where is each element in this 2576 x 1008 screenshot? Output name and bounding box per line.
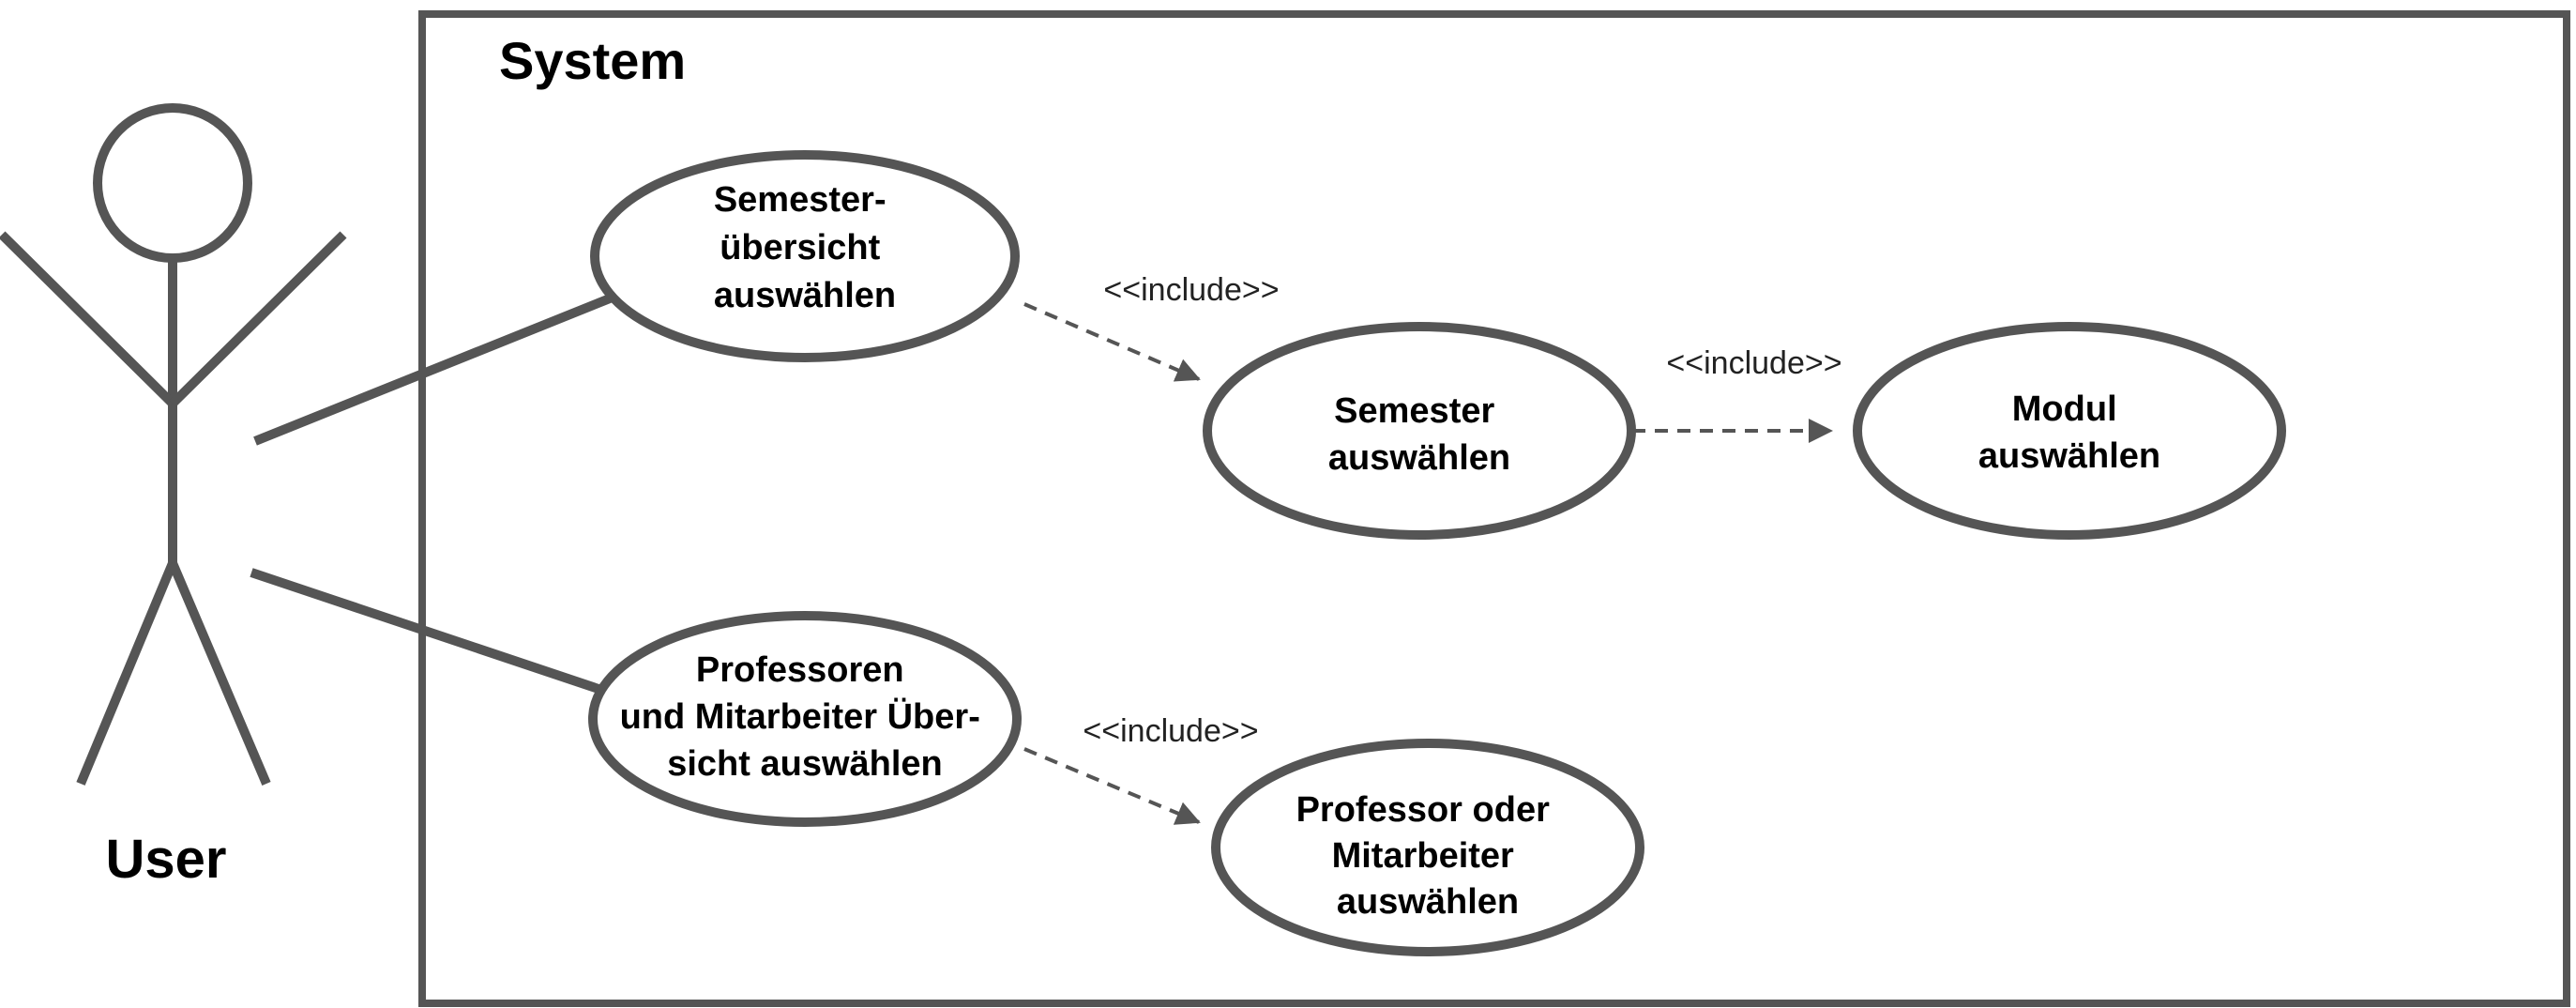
system-title: System xyxy=(499,31,686,90)
svg-text:Professoren und Mitarbei: Professoren und Mitarbeiter Über- sicht … xyxy=(620,650,991,784)
actor-name: User xyxy=(106,829,227,890)
actor-right-arm xyxy=(169,231,347,407)
use-case-label-line: Mitarbeiter xyxy=(1332,836,1514,876)
svg-text:Modul auswählen: Modul auswählen xyxy=(1978,389,2160,476)
use-case-semester-overview: Semester- übersicht auswählen xyxy=(590,150,1020,362)
include-arrow-1 xyxy=(1023,302,1201,382)
actor-figure xyxy=(0,103,347,786)
svg-text:Semester auswählen: Semester auswählen xyxy=(1328,391,1510,478)
include-label-3: <<include>> xyxy=(1083,713,1258,749)
use-case-label-line: auswählen xyxy=(1337,882,1519,922)
use-case-label-line: und Mitarbeiter Über- xyxy=(620,696,980,737)
actor-left-leg xyxy=(76,561,177,786)
use-case-label-line: auswählen xyxy=(714,276,896,315)
use-case-label-line: übersicht xyxy=(720,228,880,267)
use-case-label-line: auswählen xyxy=(1328,438,1510,478)
use-case-select-semester: Semester auswählen xyxy=(1203,322,1636,540)
use-case-label-line: Modul xyxy=(2012,389,2117,429)
actor-right-leg xyxy=(168,561,271,786)
include-label-2: <<include>> xyxy=(1666,345,1841,381)
use-case-select-module: Modul auswählen xyxy=(1853,322,2286,540)
actor-left-arm xyxy=(0,231,176,407)
svg-text:Professor oder Mitarbeit: Professor oder Mitarbeiter auswählen xyxy=(1296,790,1560,922)
use-case-label-line: auswählen xyxy=(1978,436,2160,476)
use-case-label-line: Semester- xyxy=(714,180,886,220)
actor-head xyxy=(93,103,252,263)
association-staff-overview xyxy=(250,568,606,695)
use-case-label-line: Semester xyxy=(1334,391,1494,431)
use-case-label-line: sicht auswählen xyxy=(667,744,943,784)
include-arrow-3 xyxy=(1023,747,1201,825)
association-semester-overview xyxy=(253,294,612,446)
svg-text:Semester- übersicht: Semester- übersicht auswählen xyxy=(714,180,896,315)
use-case-staff-overview: Professoren und Mitarbeiter Über- sicht … xyxy=(588,611,1022,827)
system-boundary xyxy=(418,10,2570,1007)
use-case-label-line: Professor oder xyxy=(1296,790,1551,830)
use-case-select-staff: Professor oder Mitarbeiter auswählen xyxy=(1211,739,1644,956)
include-label-1: <<include>> xyxy=(1103,272,1279,308)
use-case-label-line: Professoren xyxy=(696,650,904,690)
